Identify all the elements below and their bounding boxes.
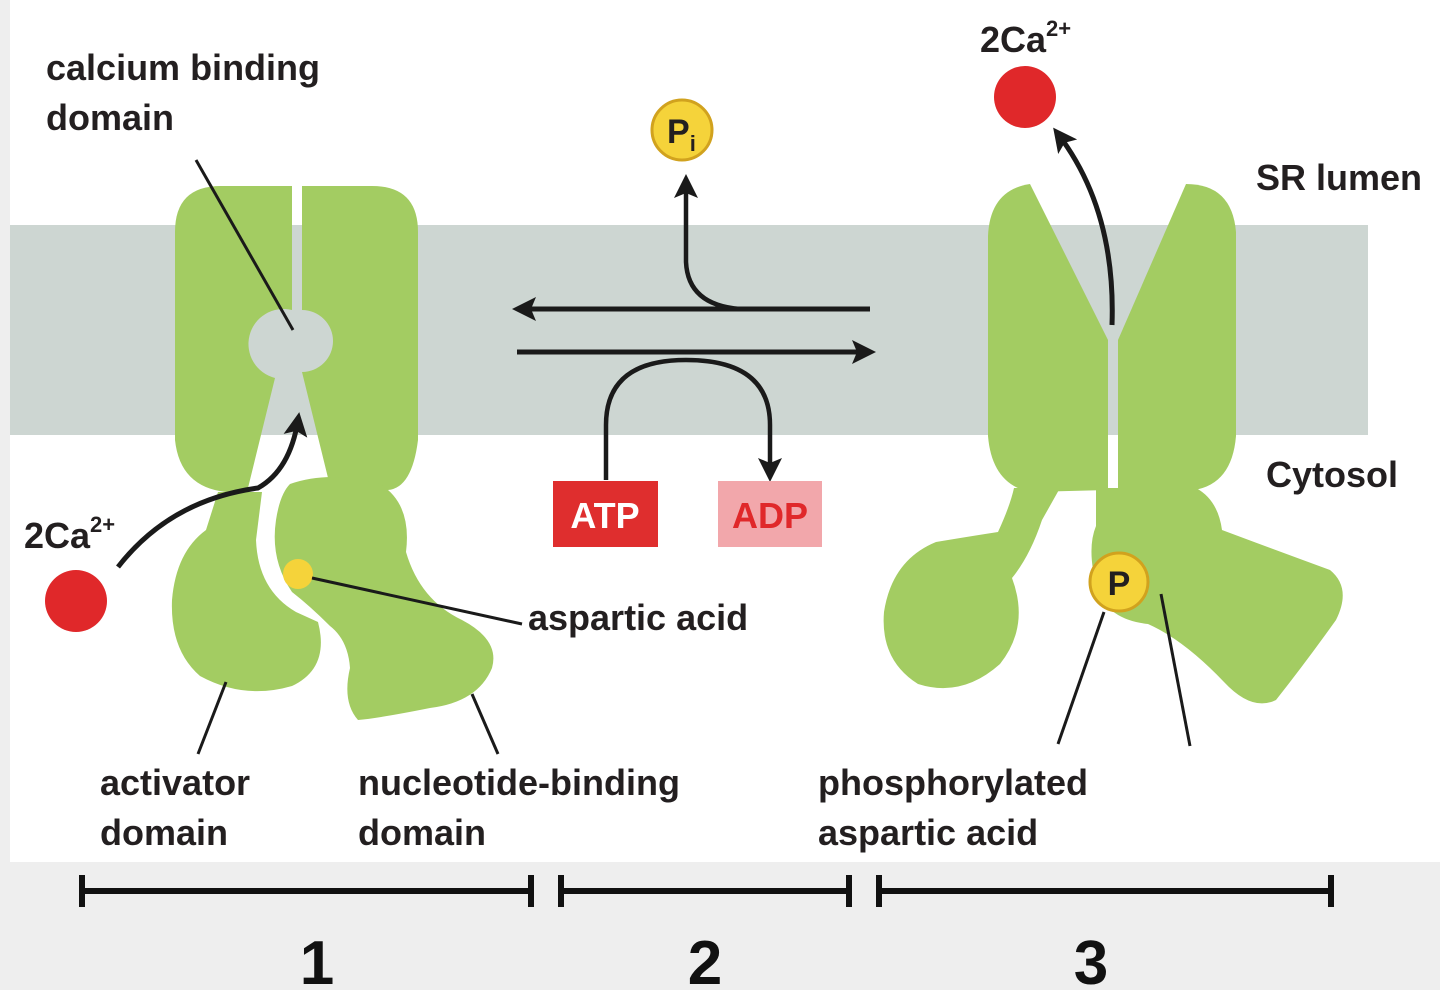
reaction-arrows (512, 174, 876, 482)
stage-1-number: 1 (300, 929, 334, 990)
stage-2-number: 2 (688, 929, 722, 990)
pump3-nucleotide-lobe (1091, 488, 1343, 704)
calcium-ion-left (45, 570, 107, 632)
atp-to-adp-arrow (603, 357, 782, 482)
aspartic-acid-label: aspartic acid (528, 597, 748, 638)
activator-label-line2: domain (100, 812, 228, 853)
phosphate-circle (1088, 551, 1150, 613)
pi-release-arrow (674, 174, 741, 312)
nucleotide-binding-label-line1: nucleotide-binding (358, 762, 680, 803)
atp-label: ATP (570, 495, 639, 536)
pi-label: Pi (667, 113, 696, 156)
sr-lumen-label: SR lumen (1256, 157, 1422, 198)
nucleotide-binding-pointer (470, 693, 500, 755)
phospho-pointer-right (1159, 593, 1192, 747)
phospho-pointer-left (1056, 611, 1106, 745)
pump3-left-tm-half (988, 184, 1108, 492)
adp-label: ADP (732, 495, 808, 536)
phosphorylated-label-line1: phosphorylated (818, 762, 1088, 803)
pump3-right-tm-half (1118, 184, 1236, 490)
adp-box (718, 481, 822, 547)
nucleotide-binding-label-line2: domain (358, 812, 486, 853)
aspartic-acid-pointer (311, 576, 523, 626)
pump1-right-tm-half (302, 186, 418, 490)
calcium-binding-pointer (194, 159, 295, 331)
ca-left-label: 2Ca2+ (24, 512, 115, 556)
stage-bars (79, 875, 1334, 907)
pi-circle (650, 98, 714, 162)
calcium-binding-label-line2: domain (46, 97, 174, 138)
nucleotide-binding-domain-shape (274, 477, 494, 720)
calcium-ion-right (994, 66, 1056, 128)
calcium-binding-label-line1: calcium binding (46, 47, 320, 88)
ca-right-label: 2Ca2+ (980, 16, 1071, 60)
activator-label-line1: activator (100, 762, 250, 803)
activator-pointer (196, 681, 228, 755)
phosphate-label: P (1108, 565, 1131, 603)
phosphorylated-label-line2: aspartic acid (818, 812, 1038, 853)
calcium-entry-arrow (116, 412, 308, 569)
stage-3-number: 3 (1074, 929, 1108, 990)
pump-state-1 (171, 186, 494, 720)
activator-domain-shape (171, 492, 321, 692)
atp-box (553, 481, 658, 547)
aspartic-acid-dot (283, 559, 313, 589)
pump3-activator-lobe (883, 488, 1060, 689)
calcium-exit-arrow (1053, 127, 1115, 326)
cytosol-label: Cytosol (1266, 454, 1398, 495)
pump1-left-tm-half (175, 186, 292, 492)
pump-state-3 (883, 184, 1343, 704)
